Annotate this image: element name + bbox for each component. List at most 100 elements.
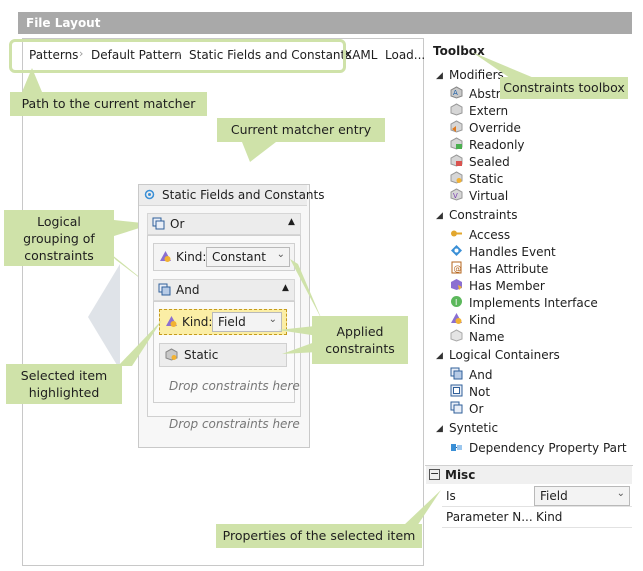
collapse-icon[interactable]: −: [429, 467, 440, 480]
toolbox-item-static[interactable]: Static: [469, 172, 504, 186]
callout-selected-pointer: [118, 320, 162, 366]
callout-properties-pointer: [403, 490, 441, 526]
misc-row-is: Is Field ⌄: [442, 486, 632, 507]
breadcrumb-item-default-pattern[interactable]: Default Pattern: [91, 48, 182, 62]
toolbox-item-sealed[interactable]: Sealed: [469, 155, 510, 169]
expand-icon[interactable]: ◢: [436, 211, 443, 221]
static-constraint[interactable]: Static: [159, 343, 287, 367]
or-container-header[interactable]: Or ▲: [147, 213, 301, 235]
expand-icon[interactable]: ◢: [436, 71, 443, 81]
misc-row-is-name: Is: [446, 489, 456, 503]
load-tab[interactable]: Load...: [385, 48, 426, 62]
toolbox-item-readonly[interactable]: Readonly: [469, 138, 525, 152]
and-icon: [158, 283, 171, 296]
drop-zone-inner[interactable]: Drop constraints here: [169, 379, 300, 393]
callout-grouping-line2: grouping of: [23, 231, 95, 246]
toolbox-item-or[interactable]: Or: [469, 402, 484, 416]
kind-icon: [160, 251, 171, 262]
chevron-down-icon: ⌄: [276, 249, 285, 260]
dependency-property-icon: [451, 444, 462, 451]
override-icon: [450, 120, 463, 133]
xaml-tab[interactable]: XAML: [344, 48, 378, 62]
name-icon: [450, 329, 463, 342]
or-icon: [450, 401, 463, 414]
breadcrumb: Patterns › Default Pattern › Static Fiel…: [23, 43, 425, 69]
matcher-title: Static Fields and Constants: [162, 188, 325, 202]
callout-toolbox-text: Constraints toolbox: [503, 80, 625, 95]
callout-properties: Properties of the selected item: [216, 524, 422, 548]
callout-entry-pointer: [242, 142, 276, 162]
is-select-value: Field: [540, 489, 568, 503]
drop-zone-outer[interactable]: Drop constraints here: [169, 417, 300, 431]
kind-constraint-field-selected[interactable]: Kind: Field ⌄: [159, 309, 287, 335]
not-icon: [450, 384, 463, 397]
callout-grouping-line3: constraints: [24, 248, 94, 263]
breadcrumb-highlight: [9, 39, 346, 73]
callout-path-pointer: [22, 68, 42, 92]
or-icon: [152, 217, 165, 230]
misc-row-parameter: Parameter N... Kind: [442, 507, 632, 528]
misc-header[interactable]: − Misc: [426, 466, 632, 484]
collapse-icon[interactable]: ▲: [288, 217, 295, 227]
callout-properties-text: Properties of the selected item: [222, 528, 416, 543]
misc-grid: [425, 465, 633, 530]
is-select[interactable]: Field ⌄: [534, 486, 630, 506]
matcher-header[interactable]: Static Fields and Constants: [139, 185, 324, 206]
collapse-icon[interactable]: ▲: [282, 283, 289, 293]
kind-constraint-constant[interactable]: Kind: Constant ⌄: [153, 243, 295, 271]
static-icon: [165, 348, 178, 361]
expand-icon[interactable]: ◢: [436, 424, 443, 434]
misc-row-parameter-name: Parameter N...: [446, 510, 533, 524]
misc-title: Misc: [445, 468, 476, 482]
toolbox-group-syntetic[interactable]: Syntetic: [449, 421, 499, 435]
callout-applied-line1: Applied: [336, 324, 384, 339]
callout-selected: Selected item highlighted: [6, 364, 122, 404]
svg-text:A: A: [453, 89, 458, 97]
misc-row-parameter-value: Kind: [536, 510, 563, 524]
toolbox-item-has-member[interactable]: Has Member: [469, 279, 545, 293]
toolbox-title: Toolbox: [433, 44, 485, 58]
toolbox-group-logical-containers[interactable]: Logical Containers: [449, 348, 560, 362]
callout-grouping: Logical grouping of constraints: [4, 210, 114, 266]
callout-selected-wedge: [88, 264, 120, 370]
breadcrumb-item-current[interactable]: Static Fields and Constants: [189, 48, 352, 62]
static-label: Static: [184, 348, 219, 362]
or-label: Or: [170, 217, 185, 231]
expand-icon[interactable]: ◢: [436, 351, 443, 361]
static-icon: [450, 171, 463, 184]
toolbox-group-constraints[interactable]: Constraints: [449, 208, 518, 222]
toolbox-item-name[interactable]: Name: [469, 330, 505, 344]
breadcrumb-item-patterns[interactable]: Patterns: [29, 48, 79, 62]
callout-selected-line2: highlighted: [28, 385, 100, 400]
attribute-icon: @: [451, 261, 462, 274]
toolbox-item-has-attribute[interactable]: Has Attribute: [469, 262, 549, 276]
kind-select[interactable]: Constant ⌄: [206, 247, 290, 267]
toolbox-item-extern[interactable]: Extern: [469, 104, 509, 118]
and-container-header[interactable]: And ▲: [153, 279, 295, 301]
kind-select-value: Constant: [212, 250, 266, 264]
callout-applied-line2: constraints: [325, 341, 395, 356]
toolbox-item-access[interactable]: Access: [469, 228, 511, 242]
key-icon: [451, 230, 462, 237]
callout-applied-pointers: [278, 259, 322, 354]
toolbox-item-override[interactable]: Override: [469, 121, 521, 135]
kind-label: Kind:: [182, 315, 213, 329]
toolbox-item-virtual[interactable]: Virtual: [469, 189, 509, 203]
chevron-down-icon: ⌄: [268, 314, 277, 325]
callout-grouping-line1: Logical: [37, 214, 81, 229]
kind-select-value: Field: [218, 315, 246, 329]
toolbox-item-and[interactable]: And: [469, 368, 493, 382]
readonly-icon: [450, 137, 463, 150]
svg-text:V: V: [453, 192, 458, 200]
virtual-icon: V: [450, 188, 463, 201]
toolbox-group-modifiers[interactable]: Modifiers: [449, 68, 504, 82]
toolbox-item-implements-interface[interactable]: Implements Interface: [469, 296, 598, 310]
interface-icon: I: [451, 296, 462, 307]
toolbox-item-not[interactable]: Not: [469, 385, 491, 399]
toolbox-item-dependency-property-part[interactable]: Dependency Property Part: [469, 441, 627, 455]
extern-icon: [450, 103, 463, 116]
callout-applied: Applied constraints: [312, 316, 408, 364]
toolbox-item-handles-event[interactable]: Handles Event: [469, 245, 556, 259]
kind-select[interactable]: Field ⌄: [212, 312, 282, 332]
toolbox-item-kind[interactable]: Kind: [469, 313, 496, 327]
